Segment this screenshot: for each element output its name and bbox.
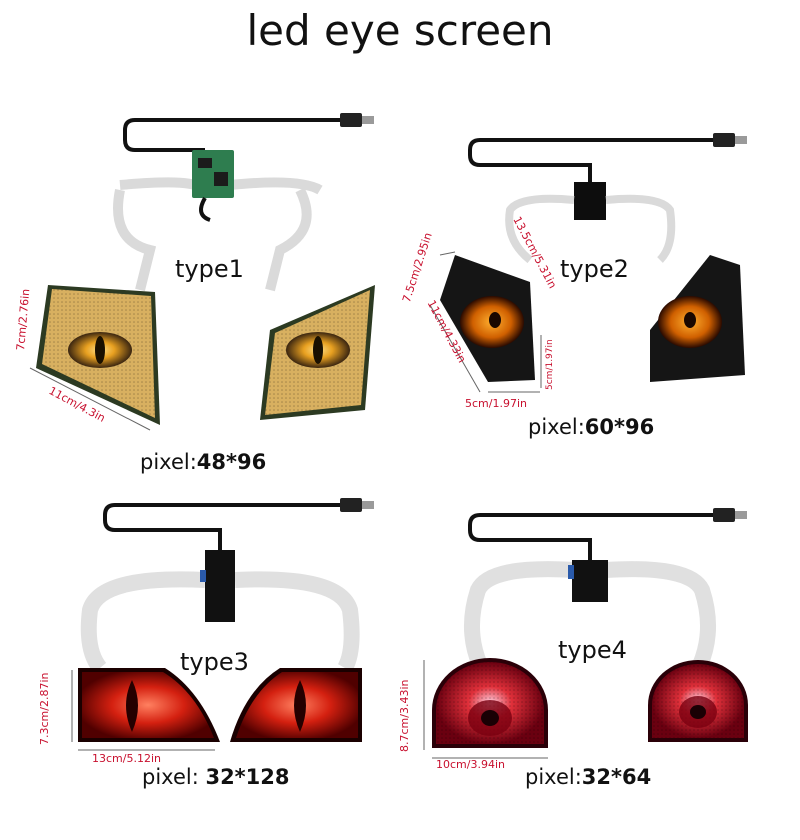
type2-pixel-value: 60*96 — [584, 415, 655, 439]
type4-height-dim: 8.7cm/3.43in — [398, 679, 411, 752]
type4-pixel: pixel:32*64 — [525, 765, 651, 789]
type3-height-dim: 7.3cm/2.87in — [38, 672, 51, 745]
type4-label: type4 — [558, 636, 627, 664]
type3-label: type3 — [180, 648, 249, 676]
type3-pixel: pixel: 32*128 — [142, 765, 290, 789]
type4-width-dim: 10cm/3.94in — [436, 758, 505, 771]
type1-pixel: pixel:48*96 — [140, 450, 266, 474]
type2-label: type2 — [560, 255, 629, 283]
type4-pixel-value: 32*64 — [581, 765, 652, 789]
type2-pixel-prefix: pixel: — [528, 415, 585, 439]
type3-pixel-value: 32*128 — [205, 765, 290, 789]
type3-device — [71, 498, 374, 751]
type1-label: type1 — [175, 255, 244, 283]
type2-dim-5: 5cm/1.97in — [545, 339, 555, 390]
type1-pixel-value: 48*96 — [196, 450, 267, 474]
type2-dim-4: 5cm/1.97in — [465, 397, 527, 410]
type1-device — [29, 113, 375, 431]
type3-pixel-prefix: pixel: — [142, 765, 206, 789]
type3-width-dim: 13cm/5.12in — [92, 752, 161, 765]
page-title: led eye screen — [246, 6, 554, 55]
type4-pixel-prefix: pixel: — [525, 765, 582, 789]
type1-pixel-prefix: pixel: — [140, 450, 197, 474]
type2-device — [429, 133, 747, 393]
type2-pixel: pixel:60*96 — [528, 415, 654, 439]
type4-device — [423, 508, 748, 759]
